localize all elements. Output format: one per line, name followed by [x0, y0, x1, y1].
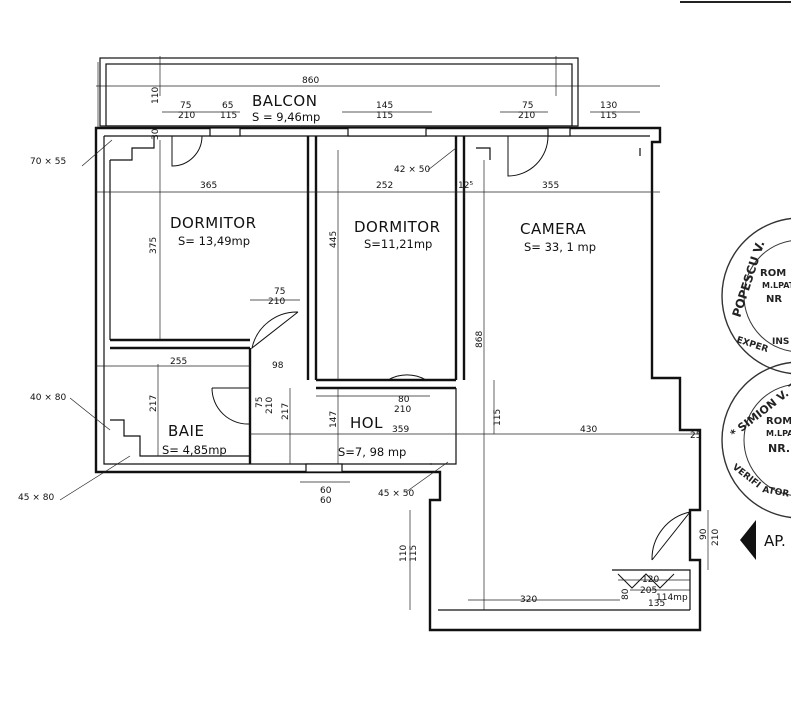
dim-75c: 75 — [274, 287, 285, 297]
dim-115e: 115 — [409, 545, 419, 562]
room-name-camera: CAMERA — [520, 220, 586, 238]
door-entrance — [651, 511, 692, 561]
windows — [209, 127, 571, 473]
dim-90: 90 — [699, 528, 709, 540]
door-dormitor1 — [251, 311, 299, 350]
dim-115a: 115 — [220, 111, 237, 121]
stamp-simion: * SIMION V. Z ROM M.LPAT NR. VERIFI ATOR — [721, 361, 791, 519]
dim-60b: 60 — [320, 496, 332, 506]
stamp2-line6: ATOR — [761, 485, 789, 500]
room-labels: BALCON S = 9,46mp DORMITOR S= 13,49mp DO… — [162, 92, 596, 459]
dimension-labels: 860 110 75 210 65 115 145 115 75 210 130… — [149, 76, 721, 609]
dim-75d: 75 — [255, 397, 265, 408]
entrance-arrow-icon — [740, 520, 756, 560]
window-dormitor1 — [209, 127, 241, 137]
dim-375: 375 — [149, 237, 159, 254]
window-dormitor2 — [347, 127, 427, 137]
dim-210f: 210 — [711, 529, 721, 546]
entrance-marker: AP. — [740, 520, 786, 560]
dim-80b: 80 — [621, 588, 631, 600]
stamp1-line6: INS — [772, 337, 789, 347]
dim-320: 320 — [520, 595, 537, 605]
door-baie — [211, 387, 251, 425]
room-area-dormitor2: S=11,21mp — [364, 237, 432, 251]
dim-125: 12⁵ — [458, 181, 473, 191]
window-labels: 70 × 55 42 × 50 40 × 80 45 × 80 45 × 50 — [18, 157, 430, 503]
stamp2-line3: M.LPAT — [766, 429, 791, 438]
doors — [171, 135, 692, 589]
dim-255: 255 — [170, 357, 187, 367]
dim-114: 114mp — [656, 593, 688, 603]
dim-110b: 110 — [399, 545, 409, 562]
dim-210e: 210 — [394, 405, 411, 415]
dim-210a: 210 — [178, 111, 195, 121]
dim-860: 860 — [302, 76, 319, 86]
dim-30: 30 — [151, 128, 161, 140]
dim-147: 147 — [329, 411, 339, 428]
dim-65: 65 — [222, 101, 233, 111]
door-dormitor1-balcony — [171, 135, 203, 167]
window-label-42x50: 42 × 50 — [394, 165, 430, 175]
dim-868: 868 — [475, 331, 485, 348]
stamp1-line3: M.LPAT — [762, 281, 791, 290]
outer-walls — [94, 126, 702, 632]
stamp2-line2: ROM — [766, 416, 791, 427]
window-hol — [305, 463, 343, 473]
room-area-balcon: S = 9,46mp — [252, 110, 320, 124]
dim-135: 135 — [648, 599, 665, 609]
dim-25: 25 — [690, 431, 701, 441]
dim-130: 130 — [600, 101, 617, 111]
dim-359: 359 — [392, 425, 409, 435]
window-camera — [547, 127, 571, 137]
dim-110: 110 — [151, 87, 161, 104]
room-name-hol: HOL — [350, 414, 383, 432]
dim-217a: 217 — [149, 395, 159, 412]
staircase-marks — [617, 573, 675, 589]
dim-98: 98 — [272, 361, 284, 371]
stamp1-line2: ROM — [760, 268, 786, 279]
dim-120: 120 — [642, 575, 659, 585]
stamp-popescu: POPESCU V. ROM M.LPAT NR EXPER INS — [721, 217, 791, 375]
dim-115b: 115 — [376, 111, 393, 121]
room-name-dormitor1: DORMITOR — [170, 214, 257, 232]
balcony — [99, 57, 579, 127]
dim-80a: 80 — [398, 395, 410, 405]
dim-210d: 210 — [265, 397, 275, 414]
dim-205: 205 — [640, 586, 657, 596]
entrance-label: AP. — [764, 532, 786, 550]
stamp1-line4: NR — [766, 294, 782, 305]
dim-75a: 75 — [180, 101, 191, 111]
window-label-45x50: 45 × 50 — [378, 489, 414, 499]
dim-115c: 115 — [600, 111, 617, 121]
dim-210c: 210 — [268, 297, 285, 307]
dim-355: 355 — [542, 181, 559, 191]
window-label-45x80: 45 × 80 — [18, 493, 54, 503]
room-area-baie: S= 4,85mp — [162, 443, 227, 457]
window-label-40x80: 40 × 80 — [30, 393, 66, 403]
dim-365: 365 — [200, 181, 217, 191]
dim-445: 445 — [329, 231, 339, 248]
stamp1-line5: EXPER — [735, 335, 769, 355]
room-area-camera: S= 33, 1 mp — [524, 240, 596, 254]
room-name-balcon: BALCON — [252, 92, 317, 110]
dim-430: 430 — [580, 425, 597, 435]
room-name-baie: BAIE — [168, 422, 204, 440]
dim-217b: 217 — [281, 403, 291, 420]
dim-75b: 75 — [522, 101, 533, 111]
dim-115d: 115 — [493, 409, 503, 426]
room-area-dormitor1: S= 13,49mp — [178, 234, 250, 248]
dimension-lines — [59, 56, 709, 610]
dim-252: 252 — [376, 181, 393, 191]
stamp2-line4: NR. — [768, 442, 790, 455]
dim-145: 145 — [376, 101, 393, 111]
dim-210b: 210 — [518, 111, 535, 121]
door-dormitor2 — [387, 374, 427, 381]
room-area-hol: S=7, 98 mp — [338, 445, 406, 459]
window-label-70x55: 70 × 55 — [30, 157, 66, 167]
door-camera-balcony — [507, 135, 549, 177]
room-name-dormitor2: DORMITOR — [354, 218, 441, 236]
dim-60a: 60 — [320, 486, 332, 496]
